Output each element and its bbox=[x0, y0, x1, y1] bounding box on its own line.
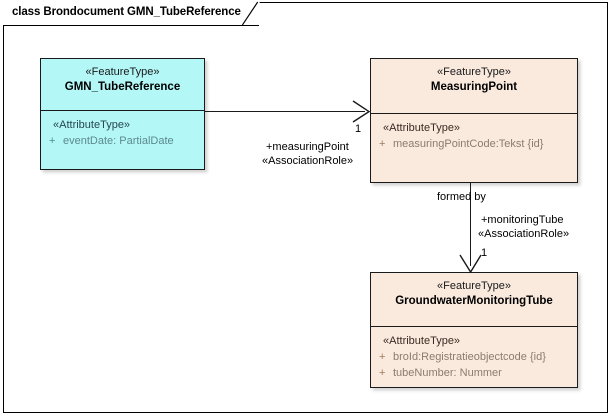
association-role-monitoring-tube: +monitoringTube bbox=[481, 214, 564, 226]
association-role-measuring-point: +measuringPoint bbox=[266, 141, 349, 153]
association-stereotype-clip-monitoring-tube: «AssociationRole» bbox=[478, 228, 608, 244]
class-name: GroundwaterMonitoringTube bbox=[395, 295, 553, 307]
diagram-title: class Brondocument GMN_TubeReference bbox=[12, 6, 241, 18]
class-header-gmn-tube-reference: «FeatureType» GMN_TubeReference bbox=[41, 59, 204, 111]
association-multiplicity-monitoring-tube: 1 bbox=[481, 247, 488, 259]
tab-corner-icon bbox=[241, 1, 260, 26]
class-attributes-gmn-tube-reference: «AttributeType» + eventDate: PartialDate bbox=[41, 111, 204, 149]
class-attributes-measuring-point: «AttributeType» + measuringPointCode:Tek… bbox=[371, 114, 577, 152]
class-box-measuring-point[interactable]: «FeatureType» MeasuringPoint «AttributeT… bbox=[370, 58, 578, 183]
association-stereotype-monitoring-tube: «AssociationRole» bbox=[478, 228, 570, 240]
class-name: GMN_TubeReference bbox=[64, 81, 181, 93]
attribute-text: tubeNumber: Nummer bbox=[393, 367, 502, 379]
association-stereotype-measuring-point: «AssociationRole» bbox=[262, 155, 354, 167]
class-stereotype: «FeatureType» bbox=[437, 66, 511, 78]
class-attributes-groundwater-monitoring-tube: «AttributeType» + broId:Registratieobjec… bbox=[371, 327, 577, 381]
class-box-groundwater-monitoring-tube[interactable]: «FeatureType» GroundwaterMonitoringTube … bbox=[370, 272, 578, 388]
association-arrowhead-measuring-point bbox=[352, 100, 371, 123]
class-stereotype: «FeatureType» bbox=[437, 280, 511, 292]
attribute-compartment-stereotype: «AttributeType» bbox=[383, 122, 461, 134]
association-multiplicity-measuring-point: 1 bbox=[355, 123, 362, 135]
class-box-gmn-tube-reference[interactable]: «FeatureType» GMN_TubeReference «Attribu… bbox=[40, 58, 205, 170]
diagram-frame bbox=[3, 2, 608, 413]
attribute-visibility: + bbox=[49, 135, 56, 147]
attribute-text: measuringPointCode:Tekst {id} bbox=[393, 138, 544, 150]
class-name: MeasuringPoint bbox=[430, 81, 518, 93]
association-line-measuring-point[interactable] bbox=[205, 111, 365, 113]
attribute-row: + broId:Registratieobjectcode {id} bbox=[371, 349, 577, 365]
attribute-compartment-stereotype: «AttributeType» bbox=[53, 119, 131, 131]
class-header-measuring-point: «FeatureType» MeasuringPoint bbox=[371, 59, 577, 114]
association-arrowhead-monitoring-tube bbox=[459, 254, 482, 274]
attribute-row: + measuringPointCode:Tekst {id} bbox=[371, 136, 577, 152]
class-stereotype: «FeatureType» bbox=[85, 66, 160, 78]
association-name-monitoring-tube: formed by bbox=[437, 191, 486, 203]
attribute-visibility: + bbox=[379, 367, 386, 379]
attribute-row: + eventDate: PartialDate bbox=[41, 133, 204, 149]
attribute-visibility: + bbox=[379, 138, 386, 150]
association-line-monitoring-tube[interactable] bbox=[470, 183, 472, 266]
attribute-visibility: + bbox=[379, 351, 386, 363]
attribute-text: eventDate: PartialDate bbox=[63, 135, 174, 147]
class-header-groundwater-monitoring-tube: «FeatureType» GroundwaterMonitoringTube bbox=[371, 273, 577, 327]
diagram-title-tab: class Brondocument GMN_TubeReference bbox=[3, 1, 260, 26]
attribute-compartment-stereotype: «AttributeType» bbox=[383, 335, 461, 347]
attribute-row: + tubeNumber: Nummer bbox=[371, 365, 577, 381]
attribute-text: broId:Registratieobjectcode {id} bbox=[393, 351, 546, 363]
